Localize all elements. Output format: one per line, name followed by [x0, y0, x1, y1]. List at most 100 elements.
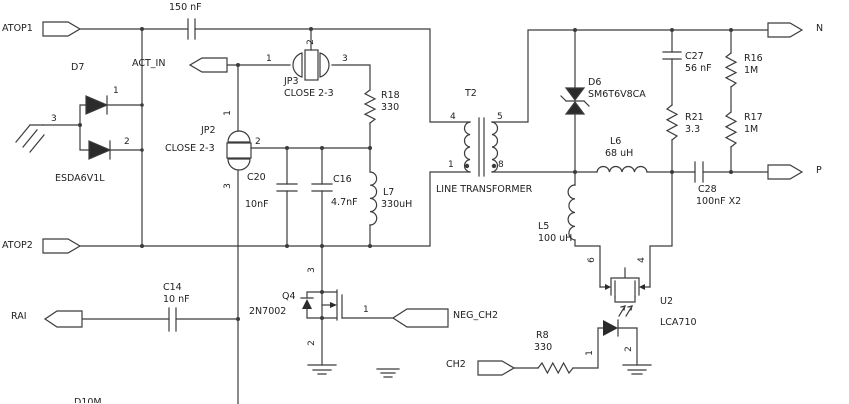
connector-atop1	[42, 21, 82, 37]
value-c29: 150 nF	[169, 2, 202, 13]
resistor-r21-symbol	[665, 104, 679, 141]
pin-jp2-2: 2	[255, 137, 261, 147]
inductor-l7-symbol	[369, 171, 378, 226]
resistor-r17-symbol	[724, 111, 738, 148]
junction-dots	[78, 27, 733, 321]
pin-jp2-1: 1	[223, 110, 233, 116]
pin-d7-2: 2	[124, 137, 130, 147]
connector-n	[767, 22, 804, 38]
ref-jp3: JP3	[284, 76, 299, 87]
pin-q4-3: 3	[307, 267, 317, 273]
ref-l5: L5	[538, 221, 550, 232]
chassis-ground-symbol	[15, 124, 45, 153]
pin-t2-5: 5	[497, 112, 503, 122]
value-l5: 100 uH	[538, 233, 573, 244]
capacitor-c14-symbol	[168, 307, 177, 332]
pin-q4-1: 1	[363, 305, 369, 315]
value-r17: 1M	[744, 124, 759, 135]
wires	[42, 28, 769, 404]
resistor-r18-symbol	[363, 89, 377, 124]
ref-d6: D6	[588, 77, 602, 88]
connector-label-ch2: CH2	[446, 359, 466, 370]
pin-t2-1: 1	[448, 160, 454, 170]
ref-r17: R17	[744, 112, 763, 123]
value-l6: 68 uH	[605, 148, 634, 159]
ref-d7: D7	[71, 62, 85, 73]
capacitor-c27-symbol	[662, 51, 682, 60]
value-t2: LINE TRANSFORMER	[436, 184, 533, 195]
value-c20: 10nF	[245, 199, 269, 210]
value-r21: 3.3	[685, 124, 701, 135]
connector-label-atop2: ATOP2	[2, 240, 33, 251]
value-r8: 330	[534, 342, 553, 353]
value-c16: 4.7nF	[331, 197, 358, 208]
ref-c20: C20	[247, 172, 266, 183]
pin-q4-2: 2	[307, 340, 317, 346]
connector-label-act-in: ACT_IN	[132, 58, 166, 69]
pin-d7-3: 3	[51, 114, 57, 124]
tvs-diode-d6-symbol	[560, 87, 590, 115]
ground-q4-symbol	[307, 364, 337, 375]
resistor-r8-symbol	[537, 361, 574, 375]
mosfet-q4-symbol	[300, 289, 343, 321]
ref-t2: T2	[465, 88, 477, 99]
ref-q4: Q4	[282, 291, 296, 302]
connector-rai	[43, 310, 83, 328]
value-d7: ESDA6V1L	[55, 173, 105, 184]
ground-u2-symbol	[622, 364, 652, 375]
ref-r18: R18	[381, 90, 400, 101]
resistor-r16-symbol	[724, 52, 738, 88]
ref-l7: L7	[383, 187, 395, 198]
inductor-l6-symbol	[596, 165, 648, 173]
connector-label-rai: RAI	[11, 311, 27, 322]
pin-u2-2: 2	[624, 346, 634, 352]
value-c28: 100nF X2	[696, 196, 742, 207]
pin-t2-8: 8	[498, 160, 504, 170]
jumper-jp3-symbol	[292, 49, 330, 81]
ref-d10-partial: D10M	[74, 398, 102, 403]
capacitor-c20-symbol	[276, 183, 298, 192]
pin-jp3-3: 3	[342, 54, 348, 64]
connector-label-neg-ch2: NEG_CH2	[453, 310, 499, 321]
value-c27: 56 nF	[685, 63, 712, 74]
value-c14: 10 nF	[163, 294, 190, 305]
capacitor-c29-symbol	[187, 18, 196, 40]
ref-c16: C16	[333, 174, 352, 185]
connector-flags	[42, 21, 804, 376]
ref-l6: L6	[610, 136, 622, 147]
pin-u2-6: 6	[587, 257, 597, 263]
connector-ch2	[477, 360, 516, 376]
pin-jp3-2: 2	[306, 39, 316, 45]
pin-t2-4: 4	[450, 112, 456, 122]
ref-jp2: JP2	[201, 125, 216, 136]
value-q4: 2N7002	[249, 306, 287, 317]
ref-r8: R8	[536, 330, 549, 341]
transformer-t2-symbol	[463, 117, 499, 177]
value-r18: 330	[381, 102, 400, 113]
connector-label-n: N	[816, 23, 824, 34]
ref-u2: U2	[660, 296, 673, 307]
ssr-u2-symbol	[599, 267, 651, 337]
connector-p	[767, 164, 804, 180]
ref-c29: C29	[169, 0, 188, 3]
value-jp3: CLOSE 2-3	[284, 88, 334, 99]
jumper-jp2-symbol	[226, 130, 252, 171]
pin-d7-1: 1	[113, 86, 119, 96]
value-u2: LCA710	[660, 317, 697, 328]
capacitor-c16-symbol	[311, 183, 333, 192]
ref-r21: R21	[685, 112, 704, 123]
connector-neg-ch2	[391, 308, 449, 328]
ref-c27: C27	[685, 51, 704, 62]
connector-act-in	[188, 57, 228, 73]
connector-label-p: P	[816, 165, 822, 176]
pin-u2-4: 4	[637, 257, 647, 263]
pin-u2-1: 1	[585, 350, 595, 356]
pin-jp2-3: 3	[223, 183, 233, 189]
value-jp2: CLOSE 2-3	[165, 143, 215, 154]
value-r16: 1M	[744, 65, 759, 76]
connector-label-atop1: ATOP1	[2, 23, 33, 34]
ref-c14: C14	[163, 282, 182, 293]
ref-r16: R16	[744, 53, 763, 64]
